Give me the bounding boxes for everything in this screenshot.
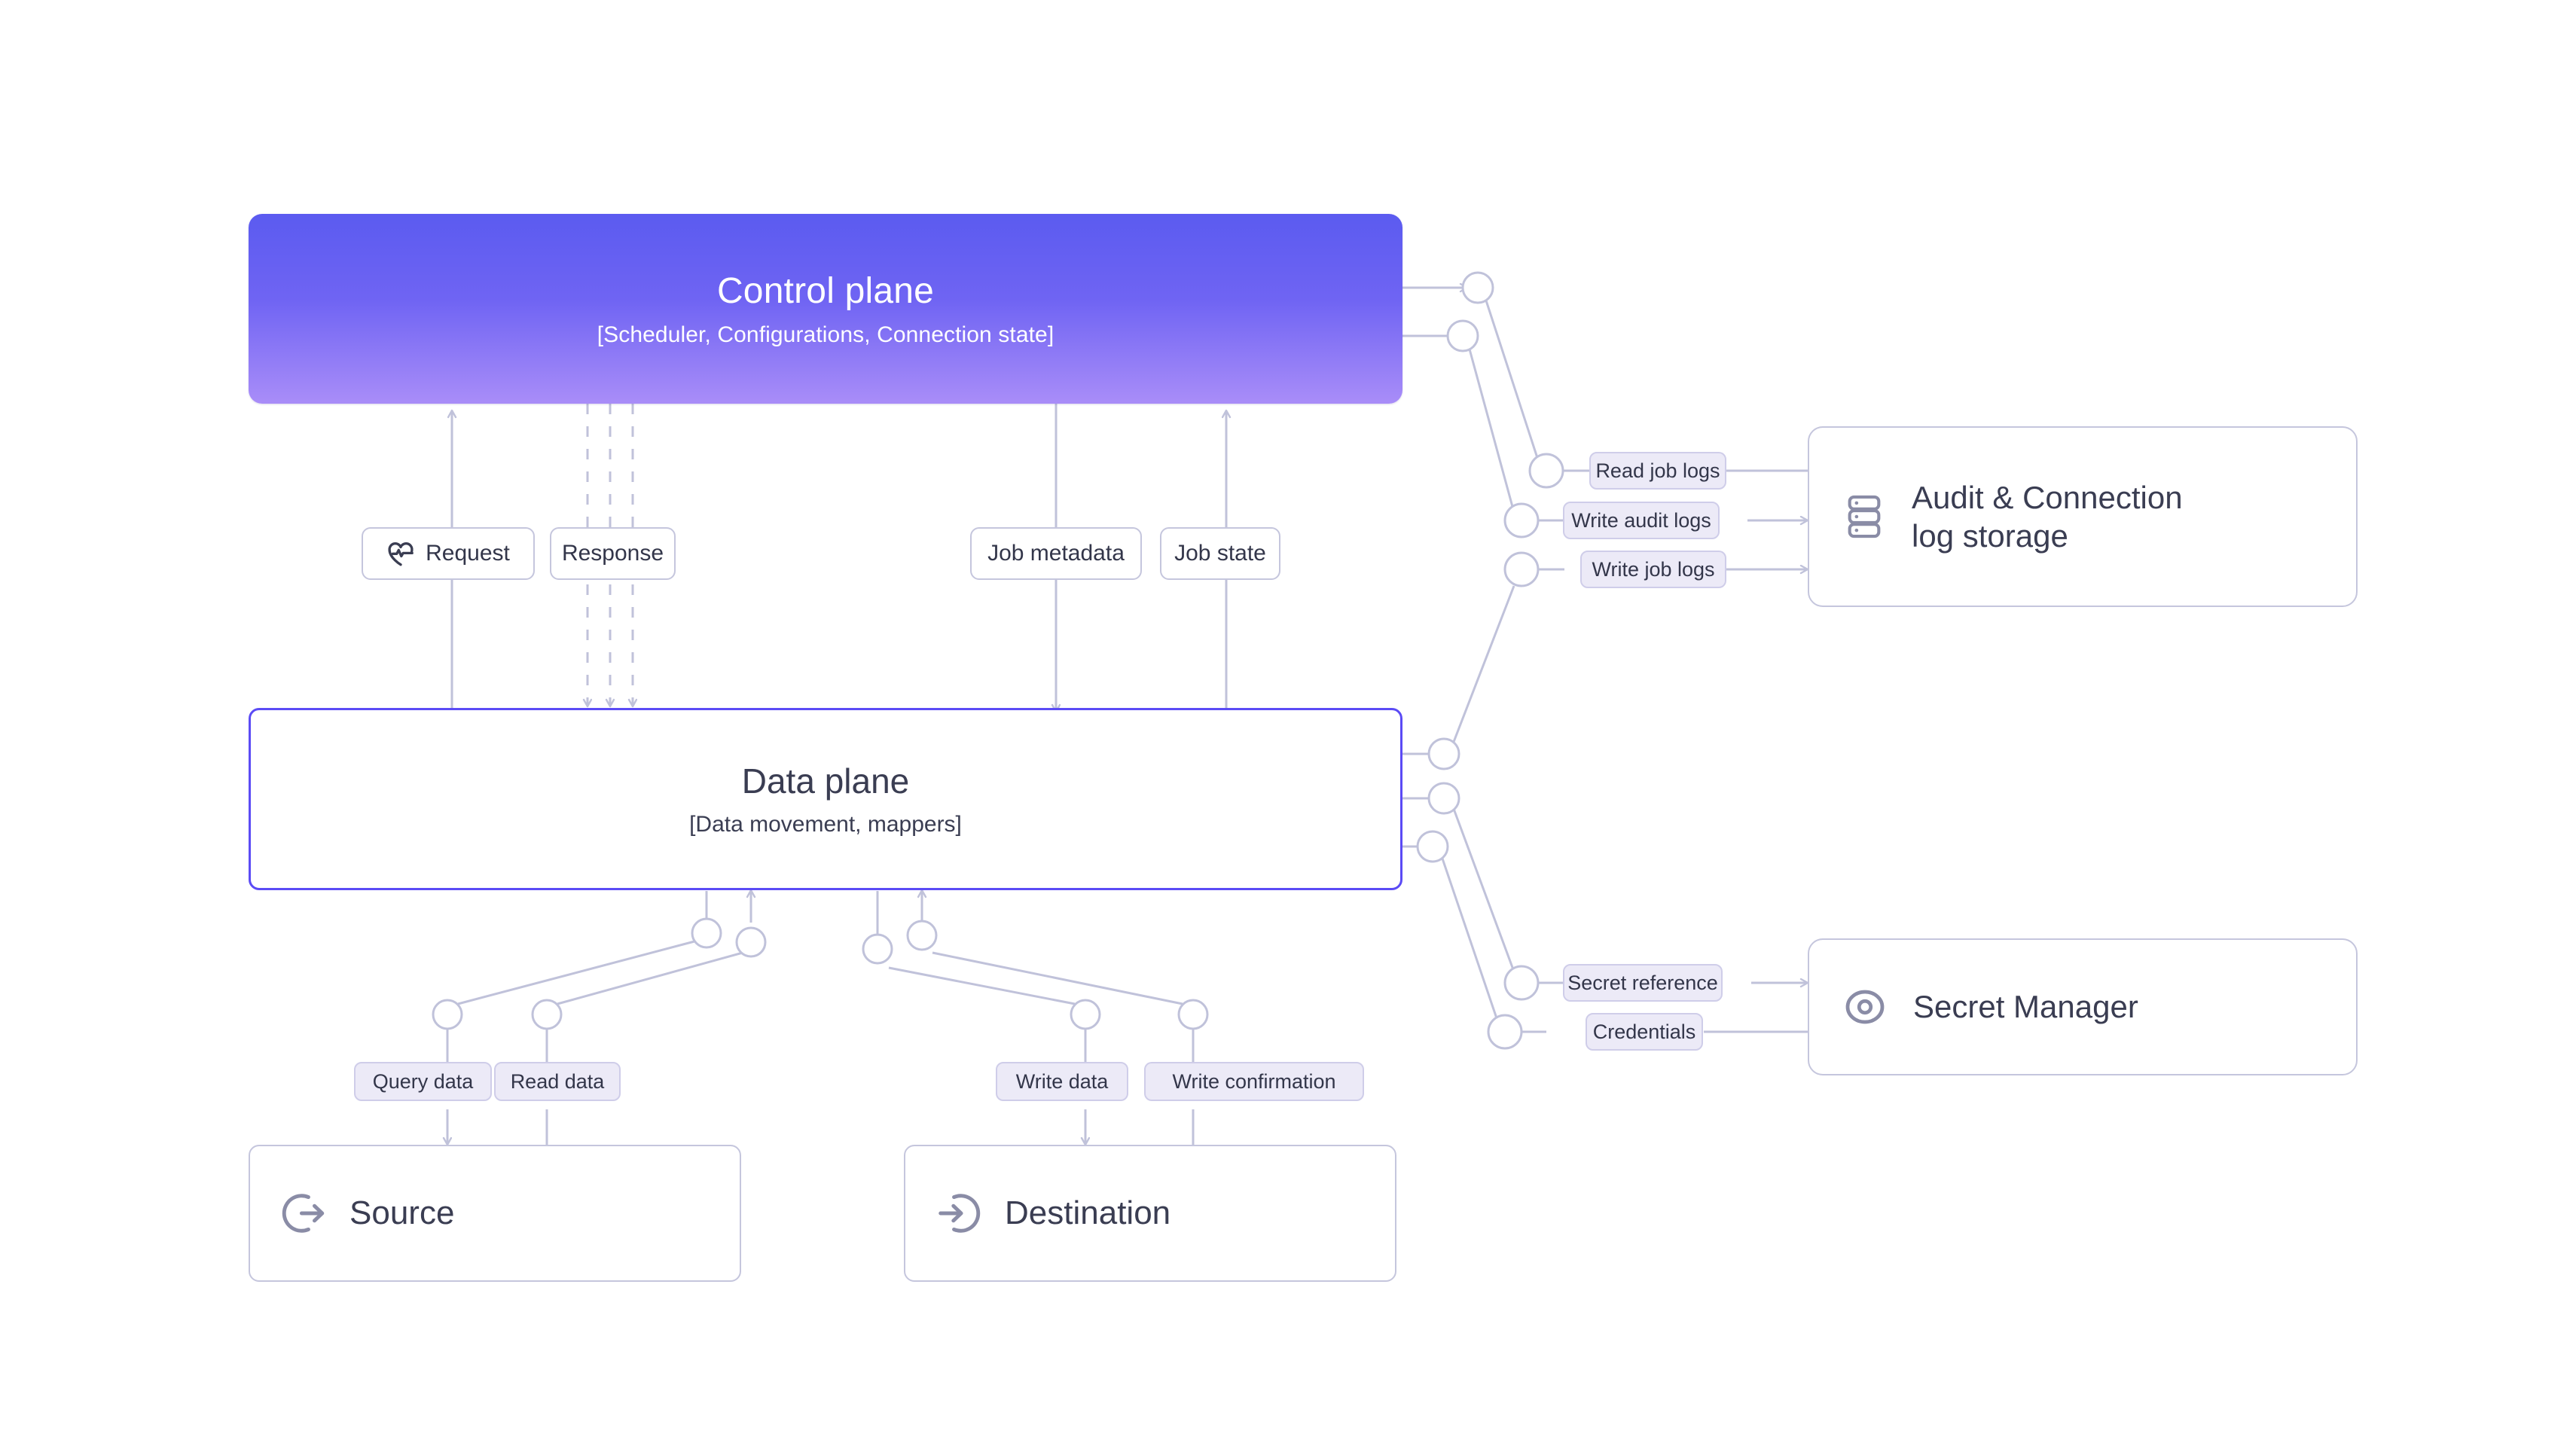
waypoint-write-data-top xyxy=(862,933,893,965)
label-write-job-logs[interactable]: Write job logs xyxy=(1580,551,1726,588)
wire-write-confirmation-diag xyxy=(932,951,1183,1005)
label-job-metadata[interactable]: Job metadata xyxy=(970,527,1142,580)
waypoint-dp-port-1 xyxy=(1427,737,1460,770)
audit-log-storage-line1: Audit & Connection xyxy=(1912,479,2183,515)
wire-secret-reference-diag xyxy=(1452,808,1515,972)
label-write-confirmation-text: Write confirmation xyxy=(1172,1069,1336,1093)
label-write-confirmation[interactable]: Write confirmation xyxy=(1144,1062,1364,1101)
label-credentials[interactable]: Credentials xyxy=(1586,1013,1703,1051)
waypoint-write-audit-logs xyxy=(1503,502,1540,538)
waypoint-write-confirmation-top xyxy=(906,920,938,951)
waypoint-write-confirmation-pill xyxy=(1177,999,1209,1030)
label-read-job-logs[interactable]: Read job logs xyxy=(1589,452,1726,490)
label-write-data-text: Write data xyxy=(1015,1069,1109,1093)
waypoint-read-data-pill xyxy=(531,999,563,1030)
label-job-state-text: Job state xyxy=(1174,541,1266,566)
waypoint-dp-port-3 xyxy=(1416,830,1449,863)
node-audit-log-storage[interactable]: Audit & Connection log storage xyxy=(1808,426,2358,607)
wire-write-audit-logs-diag xyxy=(1467,346,1515,513)
wire-read-data-diag xyxy=(557,951,743,1005)
database-server-icon xyxy=(1842,493,1886,541)
waypoint-read-data-top xyxy=(735,926,767,958)
wire-read-job-logs-diag xyxy=(1484,297,1540,463)
waypoint-query-data-top xyxy=(691,917,722,949)
label-query-data-text: Query data xyxy=(372,1069,474,1093)
destination-label: Destination xyxy=(1005,1194,1171,1231)
heart-pulse-icon xyxy=(386,540,415,567)
label-request-text: Request xyxy=(426,541,510,566)
waypoint-query-data-pill xyxy=(432,999,463,1030)
label-response-text: Response xyxy=(561,541,664,566)
label-write-audit-logs[interactable]: Write audit logs xyxy=(1563,502,1720,539)
data-plane-title: Data plane xyxy=(741,761,910,801)
waypoint-read-job-logs xyxy=(1528,453,1564,489)
audit-log-storage-line2: log storage xyxy=(1912,518,2068,554)
secret-manager-label: Secret Manager xyxy=(1913,989,2138,1025)
label-write-audit-logs-text: Write audit logs xyxy=(1571,508,1711,532)
target-eye-icon xyxy=(1842,984,1888,1030)
label-read-data-text: Read data xyxy=(510,1069,605,1093)
waypoint-credentials xyxy=(1487,1014,1523,1050)
label-query-data[interactable]: Query data xyxy=(354,1062,492,1101)
wire-query-data-diag xyxy=(457,940,695,1005)
waypoint-markers xyxy=(432,271,1564,1050)
log-in-arrow-icon xyxy=(935,1190,982,1237)
wire-write-data-diag xyxy=(888,966,1076,1005)
label-read-job-logs-text: Read job logs xyxy=(1595,459,1720,482)
audit-log-storage-label: Audit & Connection log storage xyxy=(1912,478,2183,555)
waypoint-dp-port-2 xyxy=(1427,782,1460,815)
waypoint-cp-write-audit xyxy=(1446,319,1479,352)
label-secret-reference-text: Secret reference xyxy=(1567,971,1718,994)
wire-credentials-diag xyxy=(1441,858,1499,1021)
node-secret-manager[interactable]: Secret Manager xyxy=(1808,938,2358,1075)
label-credentials-text: Credentials xyxy=(1592,1020,1696,1043)
label-job-state[interactable]: Job state xyxy=(1160,527,1280,580)
node-data-plane[interactable]: Data plane [Data movement, mappers] xyxy=(249,708,1402,890)
node-destination[interactable]: Destination xyxy=(904,1145,1396,1282)
waypoint-secret-reference xyxy=(1503,965,1540,1001)
control-plane-title: Control plane xyxy=(716,270,935,311)
label-secret-reference[interactable]: Secret reference xyxy=(1563,964,1723,1002)
label-write-data[interactable]: Write data xyxy=(996,1062,1128,1101)
waypoint-write-data-pill xyxy=(1070,999,1101,1030)
log-out-arrow-icon xyxy=(280,1190,327,1237)
data-plane-subtitle: [Data movement, mappers] xyxy=(689,812,962,837)
label-request[interactable]: Request xyxy=(362,527,535,580)
node-source[interactable]: Source xyxy=(249,1145,741,1282)
label-read-data[interactable]: Read data xyxy=(494,1062,621,1101)
label-response[interactable]: Response xyxy=(550,527,676,580)
wire-write-job-logs-diag xyxy=(1452,585,1515,743)
waypoint-write-job-logs xyxy=(1503,551,1540,587)
label-write-job-logs-text: Write job logs xyxy=(1592,557,1715,581)
control-plane-subtitle: [Scheduler, Configurations, Connection s… xyxy=(597,322,1055,347)
waypoint-cp-read-logs xyxy=(1461,271,1494,304)
source-label: Source xyxy=(349,1194,455,1231)
node-control-plane[interactable]: Control plane [Scheduler, Configurations… xyxy=(249,214,1402,404)
label-job-metadata-text: Job metadata xyxy=(987,541,1125,566)
